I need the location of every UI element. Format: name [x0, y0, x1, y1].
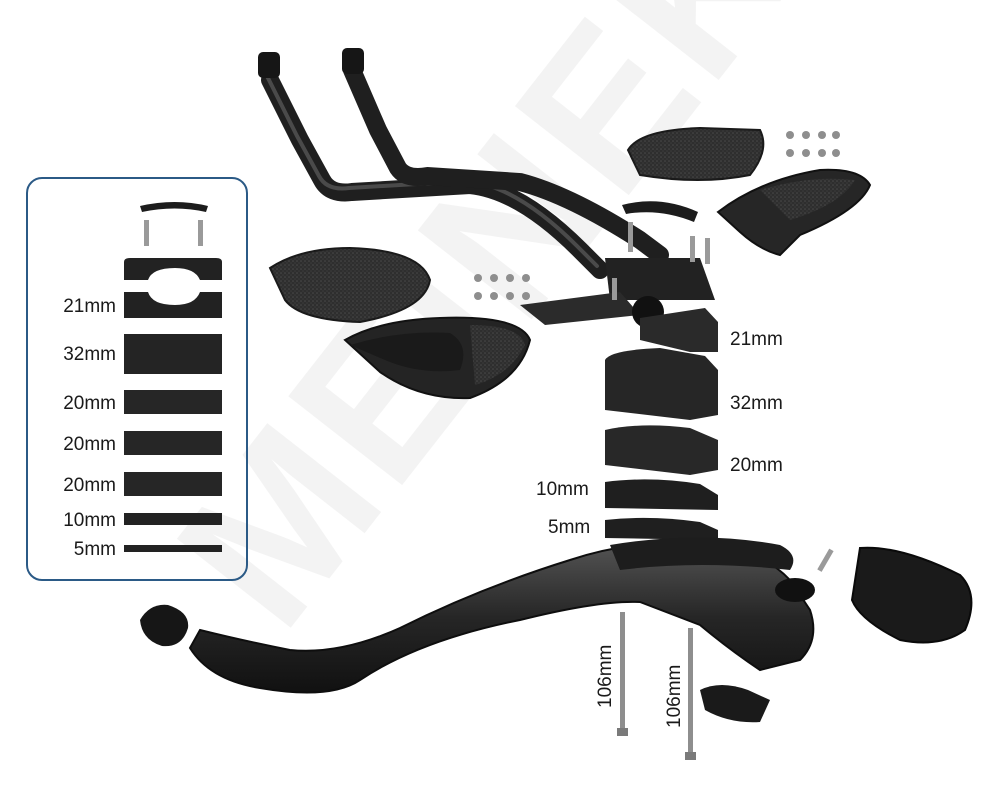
inset-label: 20mm	[63, 475, 116, 496]
spacer-5mm	[605, 517, 718, 540]
inset-label: 21mm	[63, 296, 116, 317]
top-cap	[775, 578, 815, 602]
top-cap-bolt	[817, 548, 834, 572]
stem-cap	[850, 546, 973, 644]
inset-parts	[124, 202, 222, 552]
inset-clamp-cap	[140, 202, 208, 212]
inset-spacer-5mm	[124, 545, 222, 552]
bolt-length-label: 106mm	[595, 644, 616, 708]
stack-label: 10mm	[536, 479, 589, 500]
end-plug-right	[342, 48, 364, 74]
bracket-clamp	[700, 685, 770, 723]
spacer-21mm	[640, 308, 718, 352]
extension-bar-right	[343, 61, 669, 264]
stack-label: 21mm	[730, 329, 783, 350]
inset-spacer-21mm	[124, 292, 222, 318]
inset-label: 5mm	[73, 539, 116, 560]
end-plug-bottom	[140, 604, 189, 647]
armrest-cup-left	[343, 316, 532, 400]
bolt-set-middle	[474, 274, 530, 300]
inset-label: 20mm	[63, 393, 116, 414]
inset-spacer-20mm	[124, 472, 222, 496]
armrest-cup-upper-right	[716, 168, 872, 257]
stack-label: 5mm	[548, 517, 591, 538]
bolt-length-label: 106mm	[664, 664, 685, 728]
clamp-cap	[622, 201, 698, 222]
spacer-20mm	[605, 425, 718, 475]
inset-spacer-20mm	[124, 390, 222, 414]
spacer-32mm	[605, 348, 718, 420]
spacer-inset-panel	[26, 177, 248, 581]
bolt-set-top	[786, 131, 840, 157]
stack-label: 32mm	[730, 393, 783, 414]
inset-bolt	[144, 220, 149, 246]
stack-label: 20mm	[730, 455, 783, 476]
riser-stack	[605, 308, 718, 540]
inset-top-clamp	[124, 258, 222, 280]
long-bolts	[617, 612, 696, 760]
inset-bolt	[198, 220, 203, 246]
inset-spacer-20mm	[124, 431, 222, 455]
inset-label: 10mm	[63, 510, 116, 531]
armrest-pad-upper-right	[626, 126, 765, 181]
end-plug-left	[258, 52, 280, 78]
spacer-10mm	[605, 479, 718, 510]
inset-label: 20mm	[63, 434, 116, 455]
inset-label: 32mm	[63, 344, 116, 365]
base-bar	[188, 537, 815, 694]
inset-spacer-32mm	[124, 334, 222, 374]
inset-spacer-10mm	[124, 513, 222, 525]
armrest-pad-left	[268, 246, 432, 324]
